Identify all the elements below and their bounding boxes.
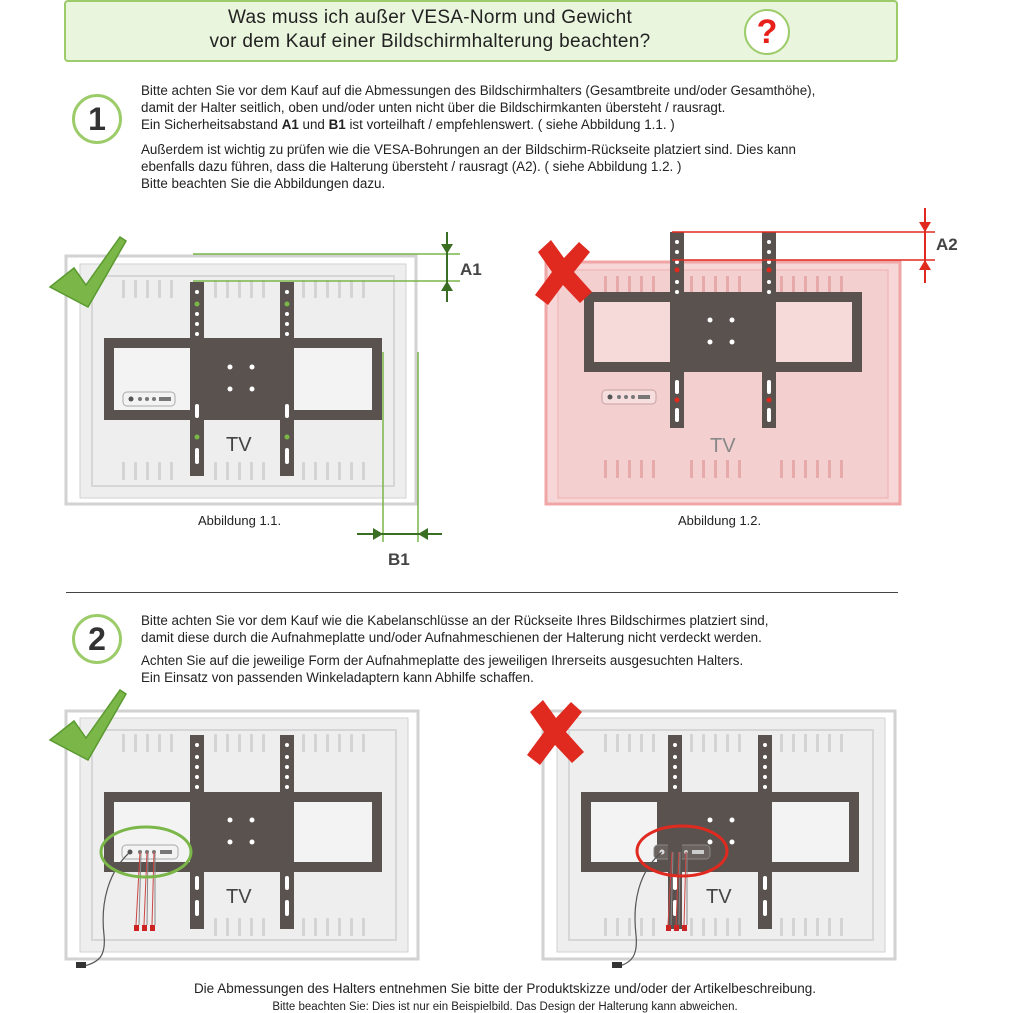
bad-highlight-ellipse	[635, 824, 729, 878]
step-2-line-2: damit diese durch die Aufnahmeplatte und…	[141, 630, 762, 645]
checkmark-icon	[48, 235, 128, 308]
figure-2-good: TV	[48, 688, 420, 968]
rail-left	[190, 282, 204, 476]
figure-1-2-caption: Abbildung 1.2.	[678, 513, 762, 528]
mount-plate	[196, 338, 284, 420]
step-1-line-3-b: A1	[281, 117, 299, 132]
vent-bottom-row	[122, 462, 365, 480]
tv-back-inner	[91, 275, 395, 487]
tv-label-3: TV	[226, 886, 252, 908]
header-title-line1: Was muss ich außer VESA-Norm und Gewicht	[227, 7, 633, 28]
tv-label-4: TV	[706, 886, 732, 908]
good-highlight-ellipse	[99, 825, 193, 879]
step-1-line-3-c: und	[298, 117, 329, 132]
figure-1-2: TV A2	[535, 208, 958, 506]
header-title: Was muss ich außer VESA-Norm und Gewicht…	[130, 6, 730, 54]
step-2-line-1: Bitte achten Sie vor dem Kauf wie die Ka…	[141, 613, 769, 628]
step-2-paragraph-1: Bitte achten Sie vor dem Kauf wie die Ka…	[141, 612, 768, 646]
question-mark-glyph: ?	[756, 13, 778, 51]
checkmark-icon-2	[48, 688, 128, 761]
footer-disclaimer: Bitte beachten Sie: Dies ist nur ein Bei…	[272, 1001, 738, 1013]
tv-label-1: TV	[226, 434, 252, 456]
vent-top-row	[122, 280, 365, 298]
step-1-line-5: ebenfalls dazu führen, dass die Halterun…	[141, 159, 682, 174]
step-2-line-3: Achten Sie auf die jeweilige Form der Au…	[141, 653, 744, 668]
step-1-line-3-a: Ein Sicherheitsabstand	[141, 117, 282, 132]
figure-2-bad: TV	[527, 700, 897, 968]
rail-right	[280, 282, 294, 476]
dimension-a2-label: A2	[936, 235, 958, 254]
footer-note: Die Abmessungen des Halters entnehmen Si…	[193, 981, 817, 996]
step-2-badge: 2	[72, 614, 122, 664]
rail-right-red	[762, 232, 776, 428]
dimension-a1-label: A1	[460, 260, 482, 279]
step-2-paragraph-2: Achten Sie auf die jeweilige Form der Au…	[141, 652, 743, 686]
step-1-line-3-e: ist vorteilhaft / empfehlenswert. ( sieh…	[345, 117, 675, 132]
step-1-line-6: Bitte beachten Sie die Abbildungen dazu.	[141, 176, 386, 191]
rail-left-red	[670, 232, 684, 428]
figure-1-1: TV A1 B1	[48, 232, 482, 569]
figure-1-1-caption: Abbildung 1.1.	[198, 513, 282, 528]
cross-icon	[535, 240, 592, 305]
step-2-line-4: Ein Einsatz von passenden Winkeladaptern…	[141, 670, 534, 685]
step-1-line-3-d: B1	[328, 117, 346, 132]
dimension-b1-label: B1	[388, 550, 410, 569]
step-1-line-2: damit der Halter seitlich, oben und/oder…	[141, 100, 726, 115]
tv-label-2: TV	[710, 435, 736, 457]
step-1-line-1: Bitte achten Sie vor dem Kauf auf die Ab…	[141, 83, 816, 98]
question-mark-icon: ?	[744, 9, 790, 55]
cross-icon-2	[527, 700, 584, 765]
step-1-line-3: Ein Sicherheitsabstand A1 und B1 ist vor…	[141, 116, 815, 133]
step-1-badge: 1	[72, 94, 122, 144]
step-1-line-4: Außerdem ist wichtig zu prüfen wie die V…	[141, 142, 796, 157]
header-title-line2: vor dem Kauf einer Bildschirmhalterung b…	[209, 31, 651, 52]
step-1-paragraph-1: Bitte achten Sie vor dem Kauf auf die Ab…	[141, 82, 815, 133]
step-1-paragraph-2: Außerdem ist wichtig zu prüfen wie die V…	[141, 141, 796, 192]
section-divider	[66, 592, 898, 593]
